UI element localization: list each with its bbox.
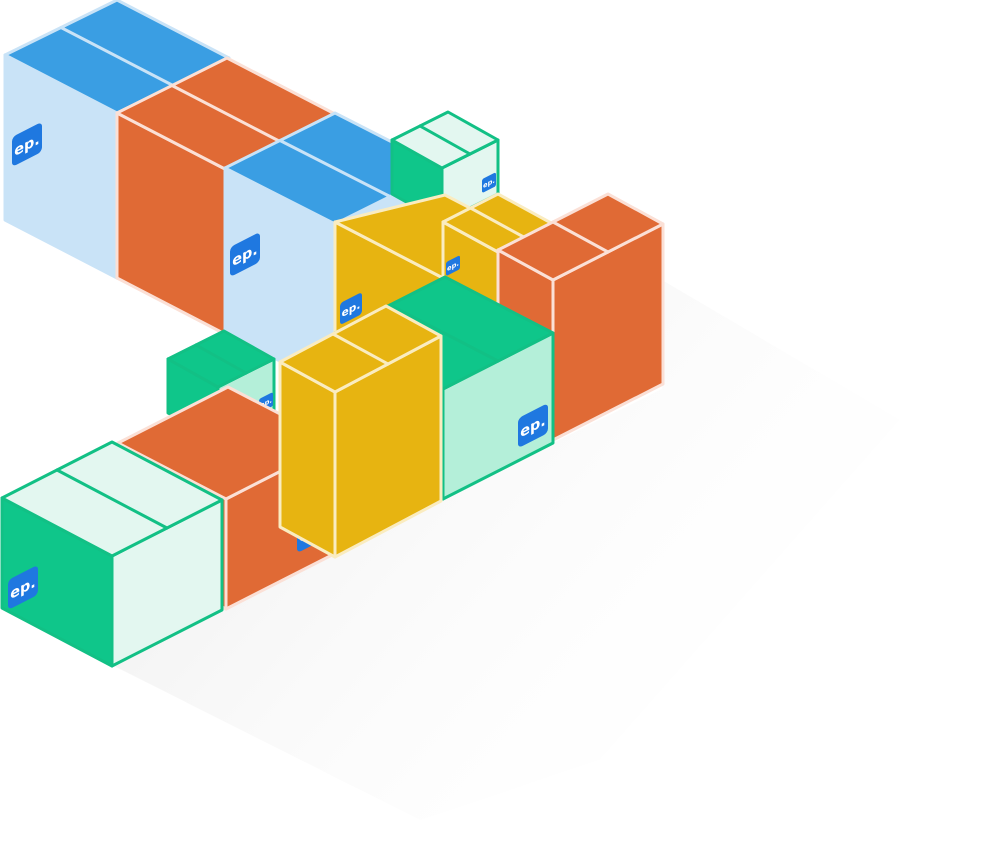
box-tape-line (388, 303, 500, 363)
drop-shadow (110, 280, 900, 820)
yellow-box-front (278, 304, 443, 559)
box-tape-line (551, 220, 610, 254)
ep-logo-text: ep. (483, 176, 495, 191)
box-tape-line (418, 124, 472, 156)
ep-logo-icon: ep. (230, 233, 260, 276)
box-tape-line (170, 84, 282, 143)
box-tape-line (55, 468, 169, 530)
ep-logo-icon: ep. (340, 293, 362, 324)
boxes-layer: ep.ep.ep.ep.ep.ep.ep.ep.ep. (0, 0, 665, 668)
box-tape-line (194, 343, 248, 375)
box-tape-line (331, 332, 390, 366)
box-left-face (278, 360, 337, 559)
box-tape-line (469, 206, 527, 240)
green-box-front: ep. (0, 440, 224, 668)
ep-logo-text: ep. (447, 259, 459, 274)
ep-logo-icon: ep. (446, 255, 460, 276)
box-tape-line (278, 139, 392, 198)
ep-logo-icon: ep. (482, 172, 496, 193)
ep-logo-text: ep. (260, 395, 272, 410)
box-tape-line (59, 26, 175, 87)
